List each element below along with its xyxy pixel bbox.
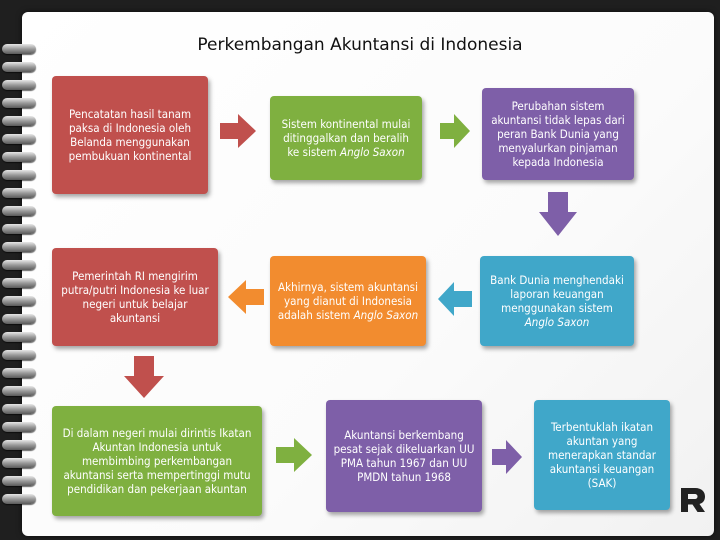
binder-ring xyxy=(2,458,36,468)
step-text-4: Bank Dunia menghendaki laporan keuangan … xyxy=(490,273,624,329)
binder-ring xyxy=(2,242,36,252)
step-text-1: Pencatatan hasil tanam paksa di Indonesi… xyxy=(68,107,192,163)
binder-ring xyxy=(2,260,36,270)
arrow-down-icon xyxy=(124,356,164,398)
binder-ring xyxy=(2,386,36,396)
binder-ring xyxy=(2,404,36,414)
slide-title: Perkembangan Akuntansi di Indonesia xyxy=(197,35,523,55)
binder-ring xyxy=(2,62,36,72)
binder-ring xyxy=(2,494,36,504)
arrow-left-icon xyxy=(438,282,472,316)
step-box-9: Terbentuklah ikatan akuntan yang menerap… xyxy=(534,400,670,510)
step-box-2: Sistem kontinental mulai ditinggalkan da… xyxy=(270,96,422,180)
step-text-9: Terbentuklah ikatan akuntan yang menerap… xyxy=(547,420,656,490)
binder-ring xyxy=(2,422,36,432)
step-box-7: Di dalam negeri mulai dirintis Ikatan Ak… xyxy=(52,406,262,516)
step-text-8: Akuntansi berkembang pesat sejak dikelua… xyxy=(333,428,475,484)
step-text-7: Di dalam negeri mulai dirintis Ikatan Ak… xyxy=(62,426,252,496)
binder-ring xyxy=(2,332,36,342)
binder-ring xyxy=(2,278,36,288)
binder-ring xyxy=(2,476,36,486)
binder-ring xyxy=(2,44,36,54)
binder-ring xyxy=(2,206,36,216)
arrow-left-icon xyxy=(228,280,264,314)
step-box-1: Pencatatan hasil tanam paksa di Indonesi… xyxy=(52,76,208,194)
binder-ring xyxy=(2,134,36,144)
step-text-6: Pemerintah RI mengirim putra/putri Indon… xyxy=(61,269,209,325)
binder-ring xyxy=(2,440,36,450)
arrow-right-icon xyxy=(492,440,522,474)
arrow-right-icon xyxy=(440,114,470,148)
binder-ring xyxy=(2,350,36,360)
binder-rings xyxy=(0,0,40,540)
binder-ring xyxy=(2,296,36,306)
step-text-5: Akhirnya, sistem akuntansi yang dianut d… xyxy=(277,280,419,322)
binder-ring xyxy=(2,170,36,180)
step-box-8: Akuntansi berkembang pesat sejak dikelua… xyxy=(326,400,482,512)
r-logo-icon xyxy=(681,488,705,512)
binder-ring xyxy=(2,80,36,90)
step-box-3: Perubahan sistem akuntansi tidak lepas d… xyxy=(482,88,634,180)
binder-ring xyxy=(2,224,36,234)
binder-ring xyxy=(2,188,36,198)
binder-ring xyxy=(2,314,36,324)
arrow-down-icon xyxy=(539,192,577,236)
binder-ring xyxy=(2,152,36,162)
binder-ring xyxy=(2,116,36,126)
arrow-right-icon xyxy=(276,438,312,472)
step-box-5: Akhirnya, sistem akuntansi yang dianut d… xyxy=(270,256,426,346)
step-text-2: Sistem kontinental mulai ditinggalkan da… xyxy=(281,117,411,159)
binder-ring xyxy=(2,98,36,108)
step-text-3: Perubahan sistem akuntansi tidak lepas d… xyxy=(491,99,625,169)
step-box-6: Pemerintah RI mengirim putra/putri Indon… xyxy=(52,248,218,346)
step-box-4: Bank Dunia menghendaki laporan keuangan … xyxy=(480,256,634,346)
binder-ring xyxy=(2,368,36,378)
arrow-right-icon xyxy=(220,114,256,148)
